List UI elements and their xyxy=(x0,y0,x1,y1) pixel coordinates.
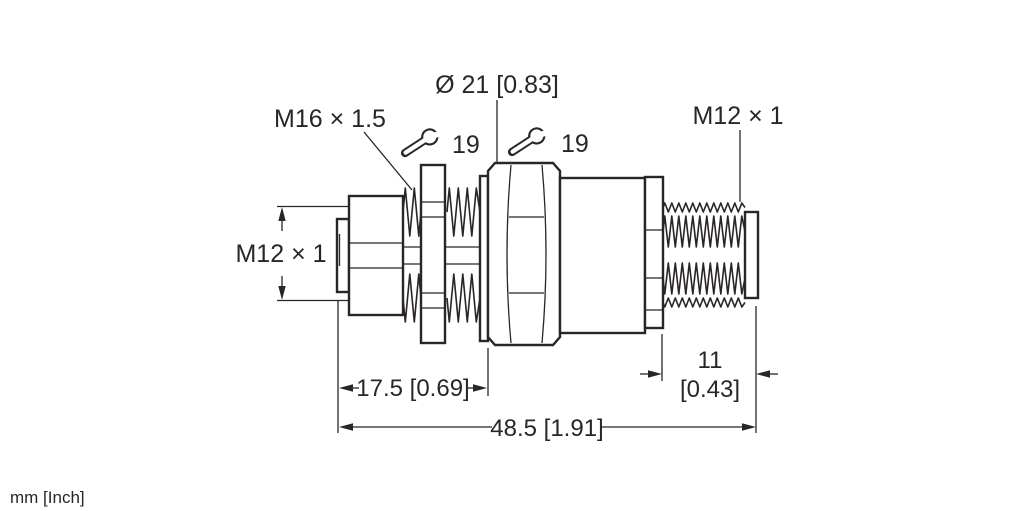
dimension-text-11: 11 xyxy=(698,347,723,374)
label-female-thread: M12 × 1 xyxy=(235,240,326,268)
units-note: mm [Inch] xyxy=(10,488,85,507)
label-wrench-size-right: 19 xyxy=(561,130,589,158)
leader-m16 xyxy=(363,131,413,191)
label-wrench-size-left: 19 xyxy=(452,131,480,159)
dimension-female-section: 17.5 [0.69] xyxy=(337,300,489,433)
wrench-icon xyxy=(507,121,554,160)
dimension-text-17-5: 17.5 [0.69] xyxy=(356,375,469,402)
m16-thread xyxy=(402,187,481,323)
label-adapter-thread: M16 × 1.5 xyxy=(274,105,386,133)
center-shaft xyxy=(403,246,480,265)
female-connector xyxy=(335,194,405,317)
mounting-nut xyxy=(419,163,447,345)
collar xyxy=(643,175,665,330)
hex-body xyxy=(486,161,562,347)
connector-body xyxy=(335,161,760,347)
dimension-text-48-5: 48.5 [1.91] xyxy=(490,415,603,442)
cylinder-section xyxy=(558,176,647,335)
label-male-thread: M12 × 1 xyxy=(692,102,783,130)
dimension-text-0-43: [0.43] xyxy=(680,376,740,403)
dimension-male-thread-length: 11 [0.43] xyxy=(640,334,778,403)
label-housing-diameter: Ø 21 [0.83] xyxy=(435,71,559,99)
wrench-icon xyxy=(400,122,447,161)
m12-male-thread xyxy=(662,202,746,308)
dimension-overall-length: 48.5 [1.91] xyxy=(339,306,757,442)
end-washer xyxy=(743,210,760,300)
